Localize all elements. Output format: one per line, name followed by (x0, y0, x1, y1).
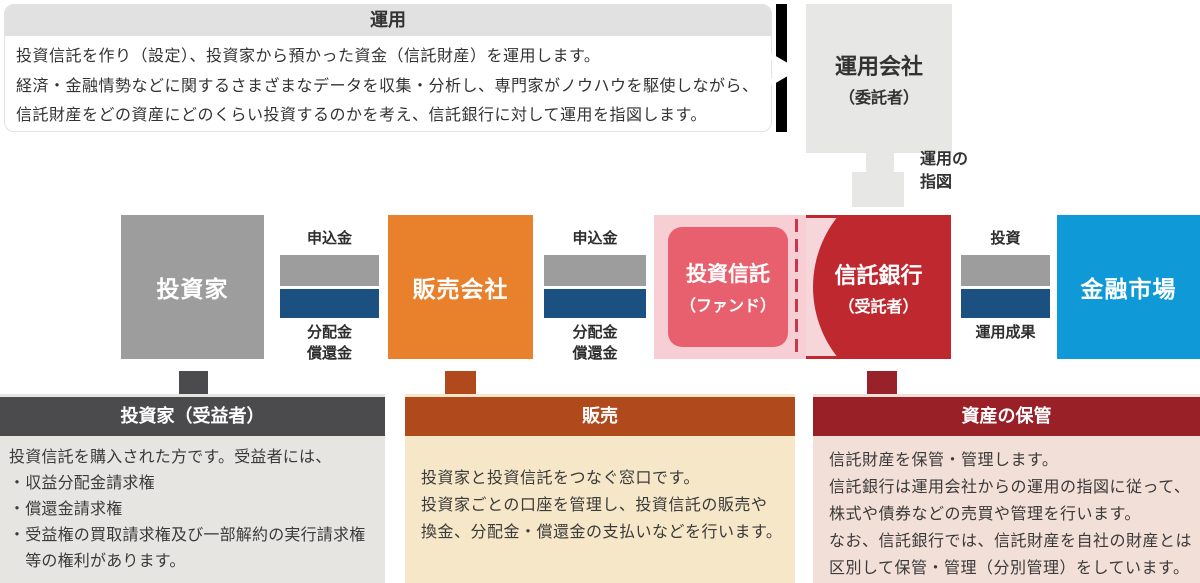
distributor-box: 販売会社 (388, 215, 533, 359)
sales-section-title: 販売 (405, 397, 795, 436)
text-line: ・収益分配金請求権 (9, 475, 155, 492)
operation-title: 運用 (5, 5, 771, 36)
text-line: 信託銀行は運用会社からの運用の指図に従って、 (829, 479, 1191, 496)
text-line: ・償還金請求権 (9, 501, 123, 518)
trust-bank-sublabel: （受託者） (838, 298, 919, 316)
text-line: 投資家と投資信託をつなぐ窓口です。 (421, 470, 700, 487)
fund-bank-dashed-divider (795, 219, 798, 355)
operation-line: 経済・金融情勢などに関するさまざまなデータを収集・分析し、専門家がノウハウを駆使… (16, 77, 759, 95)
financial-market-box: 金融市場 (1057, 215, 1200, 359)
trust-bank-circle (813, 215, 951, 359)
custody-section: 資産の保管 信託財産を保管・管理します。 信託銀行は運用会社からの運用の指図に従… (813, 394, 1200, 583)
investor-section: 投資家（受益者） 投資信託を購入された方です。受益者には、 ・収益分配金請求権 … (0, 394, 385, 583)
flow-bar-left (544, 289, 646, 318)
operation-line: 投資信託を作り（設定）、投資家から預かった資金（信託財産）を運用します。 (16, 48, 601, 65)
right-arrow-icon (767, 51, 799, 88)
trust-bank-label: 信託銀行 (834, 262, 923, 288)
text-line: 信託財産を保管・管理します。 (829, 452, 1059, 469)
flow-bar-left (280, 289, 379, 318)
fund-label: 投資信託 (686, 263, 770, 286)
financial-market-label: 金融市場 (1080, 276, 1177, 302)
flow-bar-right (961, 255, 1050, 286)
custody-section-connector (867, 371, 897, 394)
management-company-name: 運用会社 (834, 54, 923, 79)
fund-sublabel: （ファンド） (679, 298, 776, 315)
custody-section-title: 資産の保管 (813, 397, 1200, 436)
operation-description: 投資信託を作り（設定）、投資家から預かった資金（信託財産）を運用します。 経済・… (5, 36, 771, 131)
investor-section-title: 投資家（受益者） (0, 397, 385, 436)
flow-bar-right (544, 255, 646, 286)
text-line: 投資信託を購入された方です。受益者には、 (9, 449, 332, 466)
sales-section: 販売 投資家と投資信託をつなぐ窓口です。 投資家ごとの口座を管理し、投資信託の販… (405, 394, 795, 583)
flow-bar-right (280, 255, 379, 286)
text-line: 区別して保管・管理（分別管理）をしています。 (829, 560, 1190, 577)
application-money-label: 申込金 (306, 230, 352, 247)
investor-section-connector (179, 371, 208, 394)
fund-box: 投資信託 （ファンド） (668, 227, 788, 347)
sales-section-body: 投資家と投資信託をつなぐ窓口です。 投資家ごとの口座を管理し、投資信託の販売や … (405, 436, 795, 546)
management-company-box: 運用会社 （委託者） (806, 4, 952, 153)
flow-gap-bank-market: 投資 運用成果 (961, 215, 1050, 359)
text-line: ・受益権の買取請求権及び一部解約の実行請求権 (9, 527, 366, 544)
management-company-role: （委託者） (838, 90, 919, 107)
flow-gap-distributor-fund: 申込金 分配金 償還金 (544, 215, 646, 362)
distribution-redemption-label: 分配金 償還金 (572, 324, 618, 362)
text-line: なお、信託銀行では、信託財産を自社の財産とは (829, 533, 1193, 550)
trust-bank-box: 信託銀行 （受託者） (806, 215, 951, 359)
investment-results-label: 運用成果 (975, 324, 1036, 341)
instruction-arrow-head (852, 172, 904, 207)
trust-bank-bottom-edge (806, 356, 951, 359)
investment-label: 投資 (990, 230, 1021, 247)
flow-bar-left (961, 289, 1050, 318)
flow-gap-investor-distributor: 申込金 分配金 償還金 (280, 215, 379, 362)
operation-line: 信託財産をどの資産にどのくらい投資するのかを考え、信託銀行に対して運用を指図しま… (16, 107, 707, 124)
operation-bubble: 運用 投資信託を作り（設定）、投資家から預かった資金（信託財産）を運用します。 … (4, 4, 772, 132)
distributor-label: 販売会社 (412, 276, 509, 302)
application-money-label: 申込金 (572, 230, 618, 247)
trust-bank-top-edge (806, 215, 951, 218)
trust-bank-labels: 信託銀行 （受託者） (806, 215, 951, 359)
custody-section-body: 信託財産を保管・管理します。 信託銀行は運用会社からの運用の指図に従って、 株式… (813, 436, 1200, 582)
text-line: 株式や債券などの売買や管理を行います。 (829, 506, 1141, 523)
text-line: 投資家ごとの口座を管理し、投資信託の販売や (421, 497, 768, 514)
investor-section-body: 投資信託を購入された方です。受益者には、 ・収益分配金請求権 ・償還金請求権 ・… (0, 436, 385, 575)
investor-label: 投資家 (156, 276, 229, 302)
distribution-redemption-label: 分配金 償還金 (306, 324, 352, 362)
sales-section-connector (445, 371, 476, 394)
investor-box: 投資家 (121, 215, 264, 359)
text-line: 等の権利があります。 (9, 553, 186, 570)
instruction-arrow-stem (866, 152, 894, 172)
text-line: 換金、分配金・償還金の支払いなどを行います。 (421, 524, 783, 541)
instruction-label: 運用の 指図 (920, 151, 969, 191)
